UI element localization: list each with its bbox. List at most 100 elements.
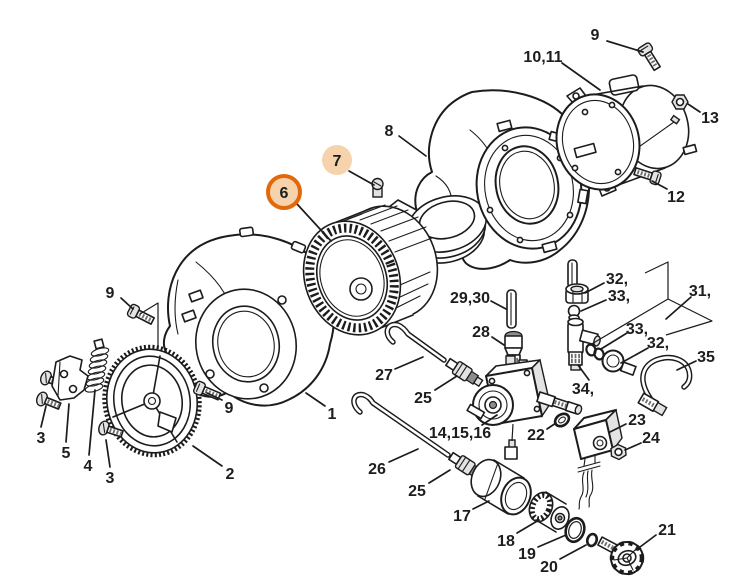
part-number-label: 8 [385, 123, 394, 140]
highlight-disc [322, 145, 352, 175]
leader-line [192, 445, 223, 467]
part-screw-3-b [35, 391, 62, 410]
leader-line [305, 392, 326, 407]
part-rings-33-lower [585, 343, 605, 361]
part-number-label: 25 [414, 390, 432, 407]
callout-25: 25 [408, 469, 451, 500]
annotation-lines-layer [139, 261, 713, 442]
part-filter-18 [528, 491, 570, 533]
leader-line [120, 297, 134, 310]
callout-12: 12 [651, 180, 685, 206]
leader-line [580, 299, 607, 312]
part-number-label: 7 [333, 153, 342, 170]
leader-line [687, 103, 701, 113]
callout-13: 13 [687, 103, 719, 127]
leader-line [40, 405, 47, 428]
leader-line [65, 403, 70, 443]
part-nut-32-lower [601, 349, 625, 373]
leader-line [651, 180, 668, 190]
leader-line [88, 389, 96, 456]
pump-outlet-shaft [536, 391, 583, 415]
callout-9: 9 [206, 392, 234, 417]
part-ring-20 [585, 532, 599, 548]
callout-24: 24 [624, 430, 660, 451]
part-hose-35 [637, 354, 693, 417]
leader-line [394, 356, 424, 370]
part-number-label: 2 [226, 466, 235, 483]
leader-line [606, 40, 644, 53]
leader-line [559, 544, 587, 560]
callout-2: 2 [192, 445, 235, 483]
part-connector-25-upper [445, 357, 484, 388]
part-number-label: 6 [280, 185, 289, 202]
callout-3: 3 [37, 405, 47, 447]
part-nut-24 [610, 443, 627, 461]
motor-shaft [573, 142, 597, 159]
callout-17: 17 [453, 500, 490, 525]
part-number-label: 27 [375, 367, 393, 384]
callout-33-: 33, [600, 321, 648, 350]
callout-5: 5 [62, 403, 71, 462]
leader-line [472, 500, 490, 510]
callout-18: 18 [497, 519, 540, 550]
part-number-label: 19 [518, 546, 536, 563]
part-number-label: 35 [697, 349, 715, 366]
callout-1: 1 [305, 392, 337, 423]
part-number-label: 18 [497, 533, 515, 550]
leader-line [676, 360, 697, 371]
part-oring-22 [553, 412, 571, 428]
part-number-label: 33, [608, 288, 630, 305]
leader-line [206, 392, 223, 401]
callout-26: 26 [368, 448, 419, 478]
callout-33-: 33, [580, 288, 630, 312]
leader-line [584, 282, 605, 294]
callout-4: 4 [84, 389, 96, 475]
bracket-31-left [589, 261, 669, 346]
callout-8: 8 [385, 123, 427, 157]
part-number-label: 32, [606, 271, 628, 288]
part-bracket-5 [51, 355, 89, 401]
bracket-31-right [665, 298, 713, 336]
part-screw-9-top [637, 42, 661, 72]
part-number-label: 3 [37, 430, 46, 447]
callout-22: 22 [527, 422, 557, 444]
part-number-label: 34, [572, 381, 594, 398]
part-number-label: 13 [701, 110, 719, 127]
part-oring-19 [564, 516, 586, 544]
part-fan-wheel [302, 204, 439, 336]
callout-23: 23 [609, 412, 646, 433]
callout-29-30: 29,30 [450, 290, 507, 310]
leader-line [516, 519, 540, 534]
leader-line [481, 414, 498, 426]
leader-line [635, 534, 657, 551]
part-number-label: 33, [626, 321, 648, 338]
part-spring-4 [84, 338, 110, 393]
callout-3: 3 [105, 439, 115, 487]
callout-32-: 32, [620, 335, 669, 364]
part-solenoid-23 [573, 408, 623, 510]
leader-line [561, 62, 601, 91]
callout-28: 28 [472, 324, 505, 346]
callout-9: 9 [106, 285, 134, 310]
callout-19: 19 [518, 534, 567, 563]
part-number-label: 29,30 [450, 290, 490, 307]
leader-line [428, 469, 451, 484]
leader-line [491, 336, 505, 346]
part-number-label: 9 [225, 400, 234, 417]
part-number-label: 26 [368, 461, 386, 478]
witness-9-left [139, 302, 159, 349]
leader-line [348, 170, 375, 186]
part-number-label: 12 [667, 189, 685, 206]
part-nut-32-upper [565, 283, 589, 304]
leader-line [577, 364, 590, 381]
leader-line [490, 300, 507, 310]
callout-14-15-16: 14,15,16 [429, 414, 498, 442]
leader-line [398, 135, 427, 157]
witness-pump-elbow [511, 423, 514, 442]
part-spacer-sleeve [619, 361, 637, 376]
highlight-ring [266, 174, 302, 210]
part-number-label: 24 [642, 430, 660, 447]
callout-35: 35 [676, 349, 715, 371]
part-elbow-fitting [504, 439, 518, 460]
